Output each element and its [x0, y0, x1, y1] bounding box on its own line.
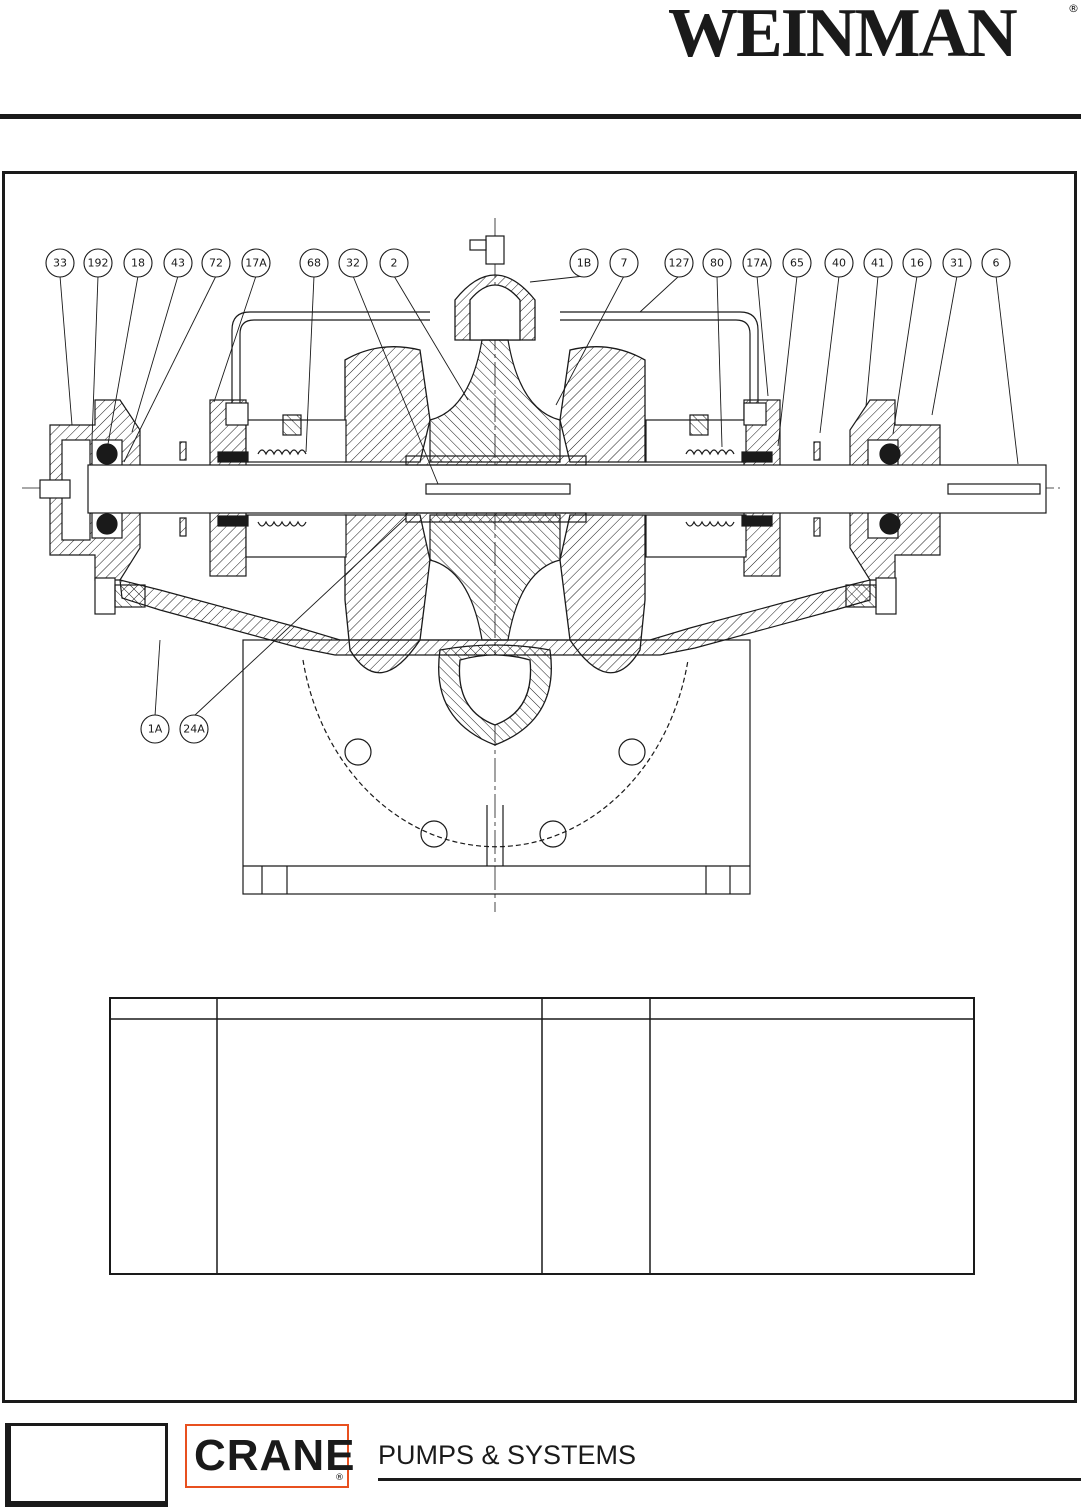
- callout-1a: 1A: [140, 714, 170, 744]
- svg-text:192: 192: [88, 257, 109, 270]
- callout-17a-right: 17A: [742, 248, 772, 278]
- pump-base: [242, 639, 751, 895]
- callout-16: 16: [902, 248, 932, 278]
- callout-7: 7: [609, 248, 639, 278]
- callout-2: 2: [379, 248, 409, 278]
- svg-text:41: 41: [871, 257, 885, 270]
- drawing-frame: [2, 171, 1077, 1403]
- brand-name: WEINMAN: [668, 0, 1018, 72]
- callout-40: 40: [824, 248, 854, 278]
- weinman-logo: WEINMAN: [668, 0, 1068, 72]
- callout-65: 65: [782, 248, 812, 278]
- svg-text:17A: 17A: [746, 257, 768, 270]
- svg-text:18: 18: [131, 257, 145, 270]
- callout-80: 80: [702, 248, 732, 278]
- callout-6: 6: [981, 248, 1011, 278]
- pump-cross-section-drawing: 33 192 18 43 72 17A 68 32 2 1B 7 127 80 …: [22, 218, 1060, 912]
- svg-text:80: 80: [710, 257, 724, 270]
- tagline: PUMPS & SYSTEMS: [378, 1440, 637, 1470]
- callout-43: 43: [163, 248, 193, 278]
- callout-72: 72: [201, 248, 231, 278]
- callout-31: 31: [942, 248, 972, 278]
- callout-192: 192: [83, 248, 113, 278]
- page-number-box: [5, 1423, 168, 1507]
- svg-text:1B: 1B: [577, 257, 592, 270]
- crane-logo: CRANE: [194, 1431, 356, 1480]
- svg-text:127: 127: [669, 257, 690, 270]
- svg-text:1A: 1A: [148, 723, 163, 736]
- leader-lines: [59, 275, 1019, 717]
- callout-68: 68: [299, 248, 329, 278]
- svg-text:6: 6: [993, 257, 1000, 270]
- header-rule: [0, 114, 1081, 119]
- svg-text:65: 65: [790, 257, 804, 270]
- svg-text:32: 32: [346, 257, 360, 270]
- svg-text:7: 7: [621, 257, 628, 270]
- svg-text:24A: 24A: [183, 723, 205, 736]
- crane-registered-mark: ®: [335, 1473, 344, 1483]
- impeller: [429, 339, 561, 641]
- vent-pipe: [225, 235, 767, 426]
- svg-text:72: 72: [209, 257, 223, 270]
- footer-rule: [378, 1478, 1081, 1481]
- svg-text:68: 68: [307, 257, 321, 270]
- callout-33: 33: [45, 248, 75, 278]
- callout-1b: 1B: [569, 248, 599, 278]
- crane-logo-box: [185, 1424, 349, 1488]
- pump-casing: [344, 274, 646, 746]
- callout-127: 127: [664, 248, 694, 278]
- svg-text:43: 43: [171, 257, 185, 270]
- callout-18: 18: [123, 248, 153, 278]
- callout-24a: 24A: [179, 714, 209, 744]
- callout-41: 41: [863, 248, 893, 278]
- svg-text:33: 33: [53, 257, 67, 270]
- shaft: [39, 441, 1047, 537]
- svg-text:40: 40: [832, 257, 846, 270]
- callout-17a-left: 17A: [241, 248, 271, 278]
- svg-text:16: 16: [910, 257, 924, 270]
- parts-table: [109, 997, 975, 1275]
- svg-text:2: 2: [391, 257, 398, 270]
- svg-text:17A: 17A: [245, 257, 267, 270]
- registered-mark: ®: [1068, 2, 1079, 15]
- callout-32: 32: [338, 248, 368, 278]
- svg-text:31: 31: [950, 257, 964, 270]
